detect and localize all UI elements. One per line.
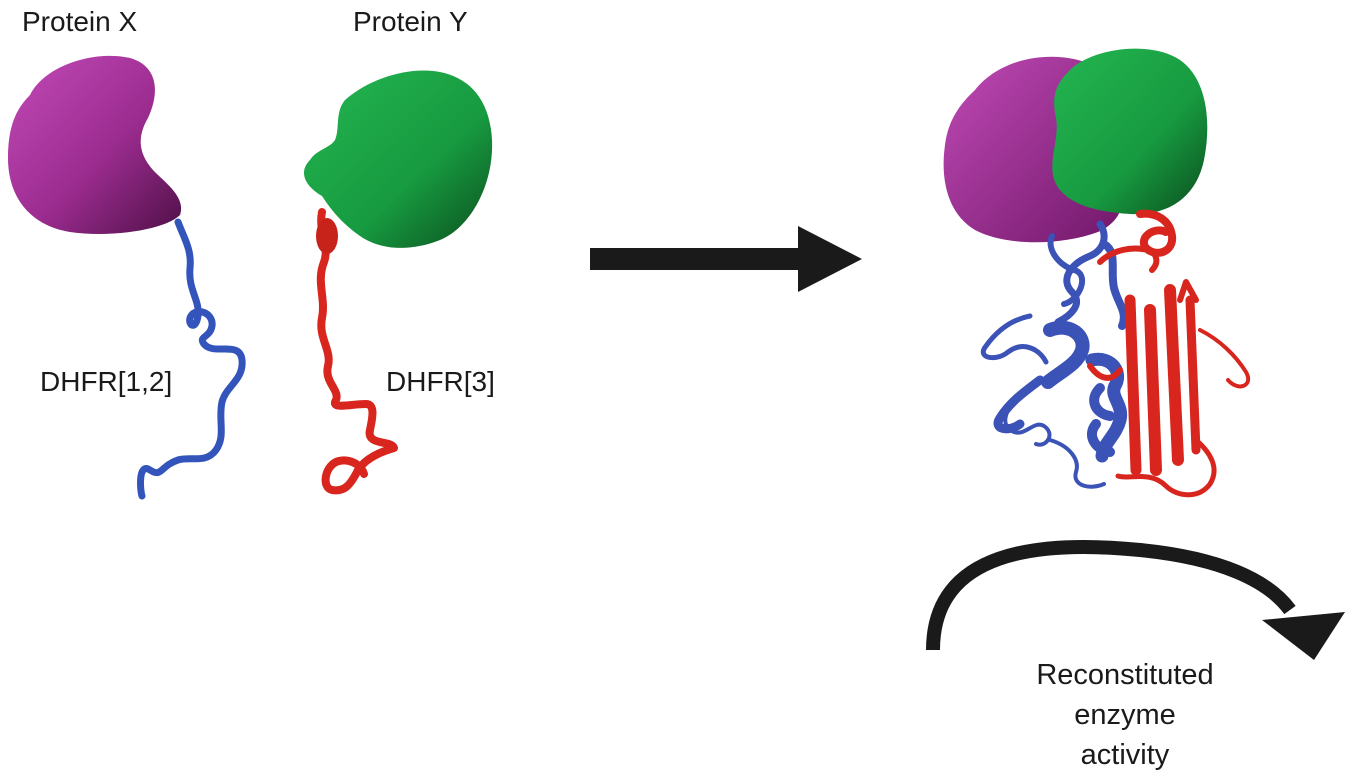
reconstituted-dhfr-red-fragment (1087, 209, 1250, 498)
caption-line-2: enzyme (1074, 699, 1176, 731)
dhfr-fragment-a-label: DHFR[1,2] (40, 366, 173, 397)
reaction-arrow-head (798, 226, 862, 292)
dhfr-fragment-a-tail (136, 218, 246, 500)
reaction-arrow-shaft (590, 248, 810, 270)
protein-y-blob (303, 70, 493, 248)
reconstituted-dhfr-blue-fragment (981, 220, 1128, 489)
activity-curved-arrow-head (1262, 612, 1345, 660)
dhfr-fragment-b-knot (316, 218, 338, 254)
protein-x-label: Protein X (22, 6, 138, 37)
caption-line-1: Reconstituted (1036, 659, 1214, 691)
protein-y-label: Protein Y (353, 6, 468, 37)
activity-curved-arrow-arc (926, 539, 1296, 651)
dhfr-fragment-b-label: DHFR[3] (386, 366, 495, 397)
complex-protein-y-blob (1052, 48, 1208, 215)
protein-x-blob (8, 55, 182, 235)
dhfr-fragment-b-tail (316, 208, 398, 495)
reconstituted-activity-caption: Reconstituted enzyme activity (980, 655, 1270, 775)
caption-line-3: activity (1080, 739, 1170, 771)
